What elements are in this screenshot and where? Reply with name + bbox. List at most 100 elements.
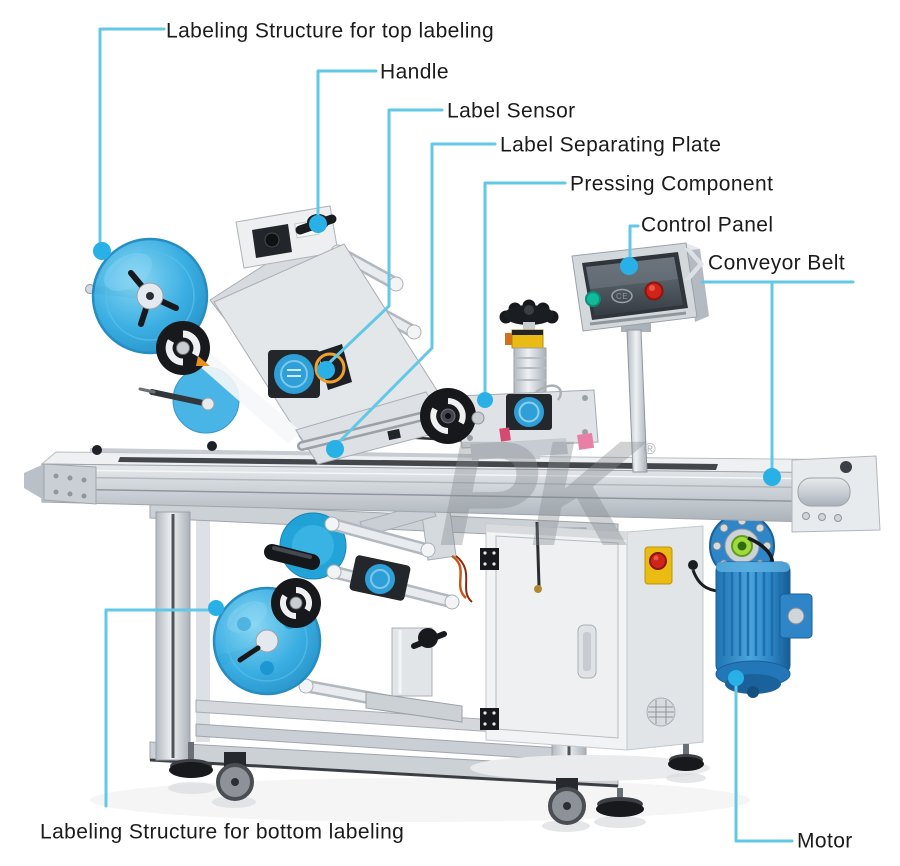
callout-label-labeling-structure-top: Labeling Structure for top labeling <box>166 20 494 43</box>
caster-wheel <box>548 778 586 825</box>
drive-motor-bottom-ring <box>370 569 390 589</box>
pressing-pump <box>506 394 552 430</box>
watermark-text: PK <box>438 409 648 577</box>
table-left-endplate <box>43 463 97 505</box>
rail-knob <box>207 441 217 451</box>
callout-dot-label-sensor <box>317 361 335 379</box>
foot-shadow <box>594 816 646 828</box>
callout-dot-labeling-structure-top <box>93 242 111 260</box>
callout-label-labeling-structure-bottom: Labeling Structure for bottom labeling <box>40 821 404 844</box>
foot-shadow <box>168 782 216 794</box>
extrusion-line <box>47 488 846 503</box>
conveyor-table <box>24 431 881 533</box>
cabinet <box>470 521 749 781</box>
ce-mark: CE <box>611 288 633 304</box>
top-labeling-head <box>85 205 449 465</box>
pressing-component <box>420 299 599 460</box>
cabinet-top-edge <box>486 524 627 540</box>
belt-strip <box>118 457 718 470</box>
callout-line-control-panel <box>628 224 640 260</box>
dancer-arm <box>138 387 215 411</box>
hinge-bottom <box>480 708 499 730</box>
callout-dot-handle <box>309 215 327 233</box>
callout-dot-conveyor-belt <box>763 468 781 486</box>
feet <box>168 742 706 832</box>
callout-label-handle: Handle <box>380 61 449 84</box>
callout-label-pressing-component: Pressing Component <box>570 173 773 196</box>
callout-label-label-sensor: Label Sensor <box>447 100 576 123</box>
rewind-roller <box>264 544 320 570</box>
panel-pole <box>626 329 648 473</box>
belt-accent <box>577 432 595 450</box>
label-sensor-highlight-ring <box>314 352 346 384</box>
callout-dot-label-separating-plate <box>326 440 344 458</box>
panel-slot <box>589 311 687 326</box>
knob-stem <box>523 322 535 332</box>
door-handle-slot <box>583 632 591 671</box>
callout-line-label-separating-plate <box>336 142 497 445</box>
cable-fitting <box>534 585 542 593</box>
pump-tube <box>535 384 562 401</box>
terminal-box <box>779 593 813 639</box>
callout-label-conveyor-belt: Conveyor Belt <box>708 252 845 275</box>
callout-dot-motor <box>728 670 744 686</box>
pole-bracket <box>621 322 651 332</box>
foot-shadow <box>212 796 256 808</box>
registered-mark: ® <box>644 441 656 458</box>
emergency-stop-button <box>644 546 673 585</box>
callout-line-labeling-structure-bottom <box>104 608 210 808</box>
end-roller <box>797 477 851 507</box>
pressing-wheel <box>420 388 485 444</box>
start-button <box>585 291 601 307</box>
callout-line-pressing-component <box>483 181 567 393</box>
table-left-nose <box>24 464 44 500</box>
callout-dot-pressing-component <box>477 392 493 408</box>
camera-lens <box>264 232 280 248</box>
callout-line-handle <box>316 69 378 217</box>
end-bolt <box>840 461 852 473</box>
drive-motor-bottom-label <box>365 564 395 594</box>
svg-text:CE: CE <box>616 292 628 301</box>
extrusion-line <box>47 469 846 480</box>
rewind-wheel-top <box>156 321 210 375</box>
watermark-chevron <box>684 248 704 280</box>
callouts: Labeling Structure for top labelingHandl… <box>40 20 855 853</box>
leveling-foot <box>169 742 213 778</box>
rewind-roller-highlight <box>272 546 312 559</box>
cable-gland <box>688 560 698 570</box>
panel-side <box>686 243 709 322</box>
foot-shadow <box>666 773 706 783</box>
callout-line-motor <box>734 684 794 843</box>
table-right-end <box>791 455 881 533</box>
drive-motor-top <box>268 350 320 398</box>
extrusion-line <box>47 476 846 489</box>
motor-assembly <box>709 507 813 698</box>
caster-wheel <box>216 752 254 801</box>
callout-line-label-sensor <box>326 108 444 366</box>
cabinet-shadow <box>470 755 710 781</box>
bottom-labeling-head <box>212 495 473 723</box>
motor-body <box>715 561 791 698</box>
frame-rear-post <box>196 510 210 742</box>
wire-orange <box>451 554 467 599</box>
pressing-mount <box>470 438 568 460</box>
rail-knob <box>92 445 102 455</box>
leveling-foot <box>668 744 704 771</box>
cabinet-door <box>495 535 619 739</box>
cabinet-cable <box>535 521 541 587</box>
orange-tab <box>196 356 210 366</box>
fan-vent <box>646 697 676 727</box>
rewind-wheel-bottom <box>271 578 321 628</box>
wire-red <box>455 555 473 603</box>
support-column <box>365 627 463 723</box>
callout-label-motor: Motor <box>797 830 853 853</box>
callout-label-control-panel: Control Panel <box>641 214 773 237</box>
callout-dot-control-panel <box>620 257 638 275</box>
control-panel: CE <box>571 242 709 473</box>
pressing-knob <box>499 299 559 325</box>
belt-accent <box>499 427 511 442</box>
callout-dot-labeling-structure-bottom <box>208 600 224 616</box>
callout-label-label-separating-plate: Label Separating Plate <box>500 134 721 157</box>
leveling-foot <box>596 788 644 817</box>
